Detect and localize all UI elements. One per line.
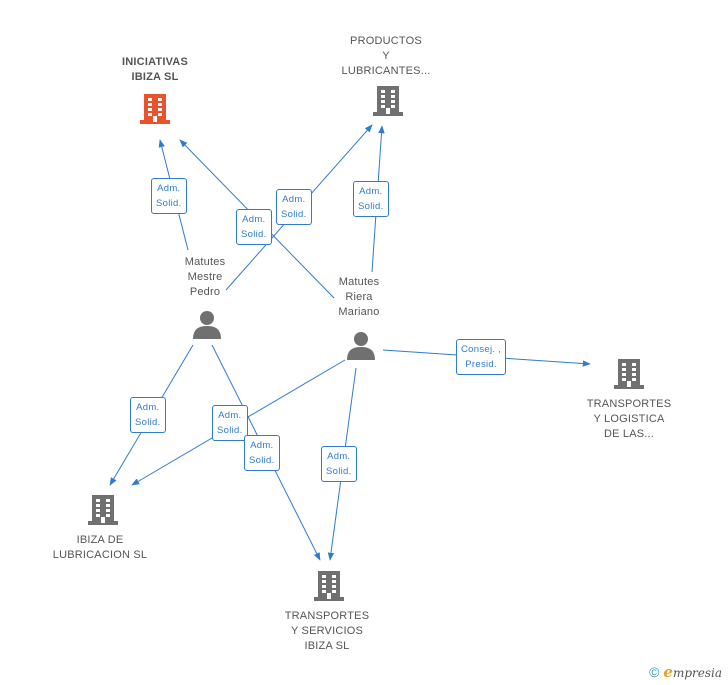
edge-label-pedro-productos: Adm. Solid. <box>276 189 312 225</box>
edge-label-mariano-servicios: Adm. Solid. <box>321 446 357 482</box>
edge-label-pedro-lubricacion: Adm. Solid. <box>130 397 166 433</box>
edge-label-pedro-servicios: Adm. Solid. <box>244 435 280 471</box>
company-logistica-building <box>614 359 644 389</box>
company-name-productos[interactable]: PRODUCTOS Y LUBRICANTES... <box>341 35 431 77</box>
footer-brand: ©empresia <box>649 663 722 681</box>
edge-label-pedro-iniciativas: Adm. Solid. <box>151 178 187 214</box>
company-name-servicios[interactable]: TRANSPORTES Y SERVICIOS IBIZA SL <box>284 610 370 652</box>
person-name-mariano[interactable]: Matutes Riera Mariano <box>338 276 380 318</box>
edge-label-mariano-lubricacion: Adm. Solid. <box>212 405 248 441</box>
building-icon[interactable] <box>138 92 172 131</box>
company-name-lubricacion[interactable]: IBIZA DE LUBRICACION SL <box>52 534 148 561</box>
person-name-pedro[interactable]: Matutes Mestre Pedro <box>184 256 226 298</box>
person-icon[interactable] <box>346 330 376 365</box>
person-mariano-silhouette <box>347 332 375 360</box>
brand-initial: e <box>663 663 673 681</box>
company-servicios-building <box>314 571 344 601</box>
company-name-iniciativas[interactable]: INICIATIVAS IBIZA SL <box>122 56 188 83</box>
edge-label-mariano-logistica: Consej. , Presid. <box>456 339 507 375</box>
building-icon[interactable] <box>86 493 120 532</box>
company-lubricacion-building <box>88 495 118 525</box>
building-icon[interactable] <box>612 357 646 396</box>
company-iniciativas-building <box>140 94 170 124</box>
person-icon[interactable] <box>192 309 222 344</box>
building-icon[interactable] <box>371 84 405 123</box>
edge-label-mariano-iniciativas: Adm. Solid. <box>236 209 272 245</box>
edge-label-mariano-productos: Adm. Solid. <box>353 181 389 217</box>
person-pedro-silhouette <box>193 311 221 339</box>
copyright-symbol: © <box>649 664 660 680</box>
building-icon[interactable] <box>312 569 346 608</box>
company-productos-building <box>373 86 403 116</box>
company-name-logistica[interactable]: TRANSPORTES Y LOGISTICA DE LAS... <box>586 398 672 440</box>
brand-name: mpresia <box>672 666 722 680</box>
